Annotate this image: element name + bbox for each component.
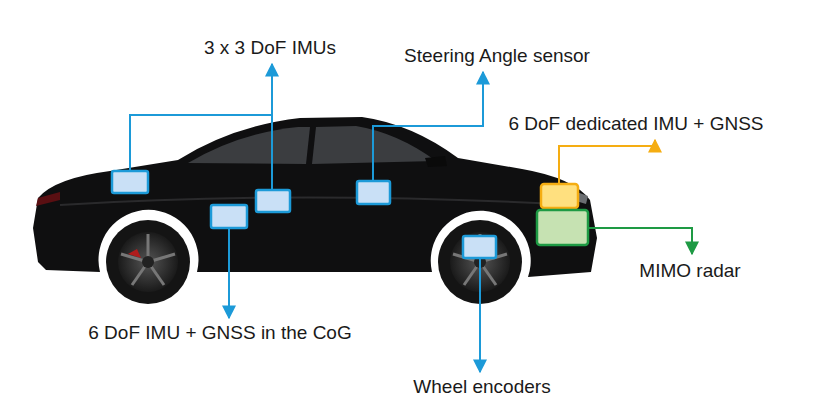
leader-line — [373, 72, 483, 182]
leader-line — [588, 228, 692, 254]
callout-label: 6 DoF dedicated IMU + GNSS — [506, 113, 765, 135]
imu-box — [112, 171, 148, 193]
sensor-boxes — [112, 171, 496, 258]
wheel-encoder-box — [463, 236, 496, 258]
callout-label: 6 DoF IMU + GNSS in the CoG — [86, 322, 353, 344]
callout-label: MIMO radar — [637, 260, 742, 282]
callout-label: Wheel encoders — [411, 376, 552, 398]
cog-imu-box — [211, 205, 247, 228]
callout-label: Steering Angle sensor — [402, 45, 592, 67]
rear-window — [188, 127, 310, 164]
side-mirror — [425, 156, 447, 167]
imu-box — [256, 190, 290, 212]
leader-line — [479, 258, 481, 372]
wheel-spokes — [121, 234, 175, 285]
taillight — [36, 192, 60, 206]
dedicated-imu-box — [541, 184, 578, 208]
tire — [106, 220, 190, 304]
leader-line — [271, 64, 273, 192]
callout-label: 3 x 3 DoF IMUs — [202, 37, 338, 59]
leader-line — [130, 115, 272, 172]
rim — [118, 232, 178, 292]
leader-line — [559, 140, 655, 185]
radar-box — [537, 210, 588, 245]
steering-sensor-box — [357, 181, 390, 204]
leader-line — [228, 227, 230, 318]
hub — [142, 256, 154, 268]
body-crease — [60, 198, 575, 206]
